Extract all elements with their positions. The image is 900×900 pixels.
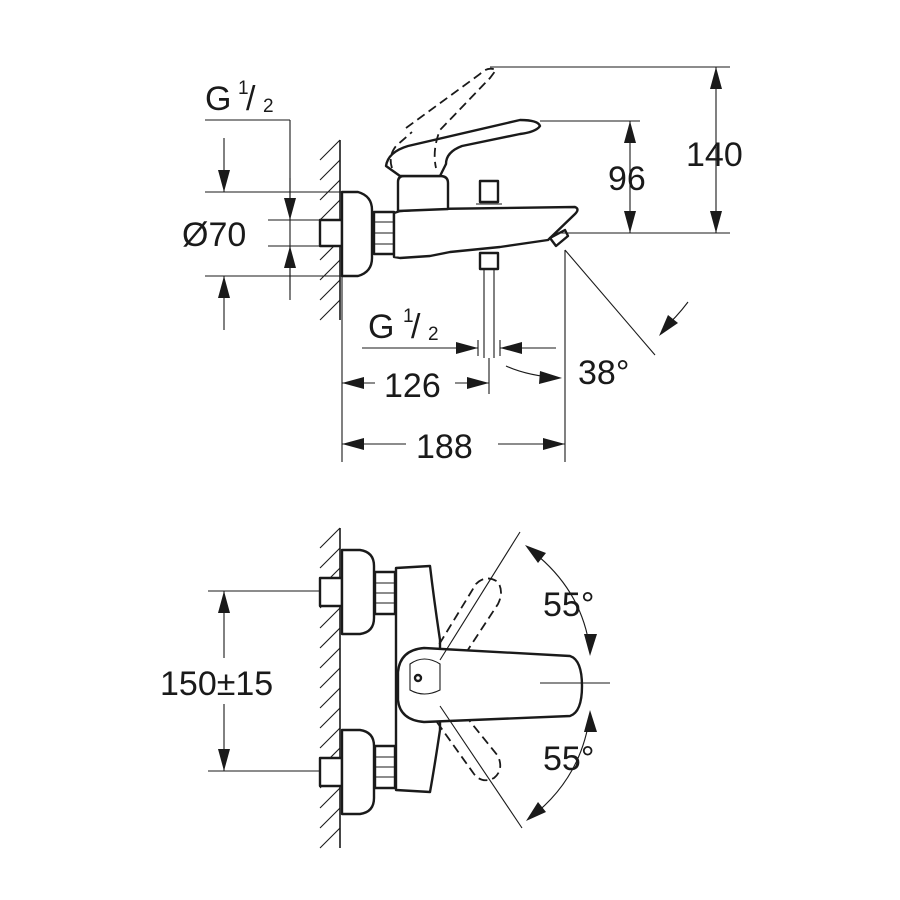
dim-spout-angle-label: 38° [578, 354, 629, 392]
dim-height-spout [624, 121, 636, 233]
dim-height-total-label: 140 [686, 136, 743, 174]
lever-top-swung-down [433, 703, 502, 782]
lever-top-swung-up [431, 577, 502, 669]
dim-lever-angle-up [525, 545, 597, 656]
wall-connector-side [318, 190, 396, 278]
dim-inlet-thread [218, 138, 230, 330]
svg-text:2: 2 [428, 324, 439, 345]
lever-side-raised [389, 67, 498, 169]
dim-inlet-spacing-label: 150±15 [160, 665, 273, 703]
dim-depth-outlet-label: 126 [384, 367, 441, 405]
svg-text:G: G [205, 80, 231, 118]
dim-lever-angle-up-label: 55° [543, 586, 594, 624]
wall-connector-top-upper [318, 548, 397, 636]
dim-spout-angle [505, 301, 689, 384]
dim-depth-total [342, 438, 565, 450]
wall-connector-top-lower [318, 728, 397, 816]
wall-top [319, 527, 341, 849]
dim-lever-angle-down-label: 55° [543, 740, 594, 778]
dim-diameter [284, 178, 296, 290]
svg-text:G: G [368, 308, 394, 346]
dim-depth-outlet [342, 358, 490, 394]
dim-outlet-thread [362, 340, 556, 356]
svg-text:2: 2 [263, 96, 274, 117]
lever-top [396, 646, 584, 724]
top-view: 55° 55° 150±15 [160, 527, 610, 849]
svg-text:1: 1 [238, 78, 249, 99]
dim-height-total [710, 67, 722, 233]
svg-text:1: 1 [403, 306, 414, 327]
lever-side [384, 118, 542, 178]
angle-references [439, 531, 523, 829]
dim-height-spout-label: 96 [608, 160, 646, 198]
outlet-thread-label: G 1 / 2 [368, 306, 439, 346]
svg-text:/: / [411, 308, 421, 346]
dim-inlet-spacing [208, 590, 320, 772]
inlet-thread-label: G 1 / 2 [205, 78, 274, 118]
mixer-body-side [392, 174, 579, 358]
svg-text:/: / [246, 80, 256, 118]
extensions-side [205, 66, 730, 462]
dim-lever-angle-down [526, 710, 597, 821]
side-view: 140 96 G 1 / 2 Ø70 [182, 66, 743, 466]
dim-diameter-label: Ø70 [182, 216, 246, 254]
dim-depth-total-label: 188 [416, 428, 473, 466]
